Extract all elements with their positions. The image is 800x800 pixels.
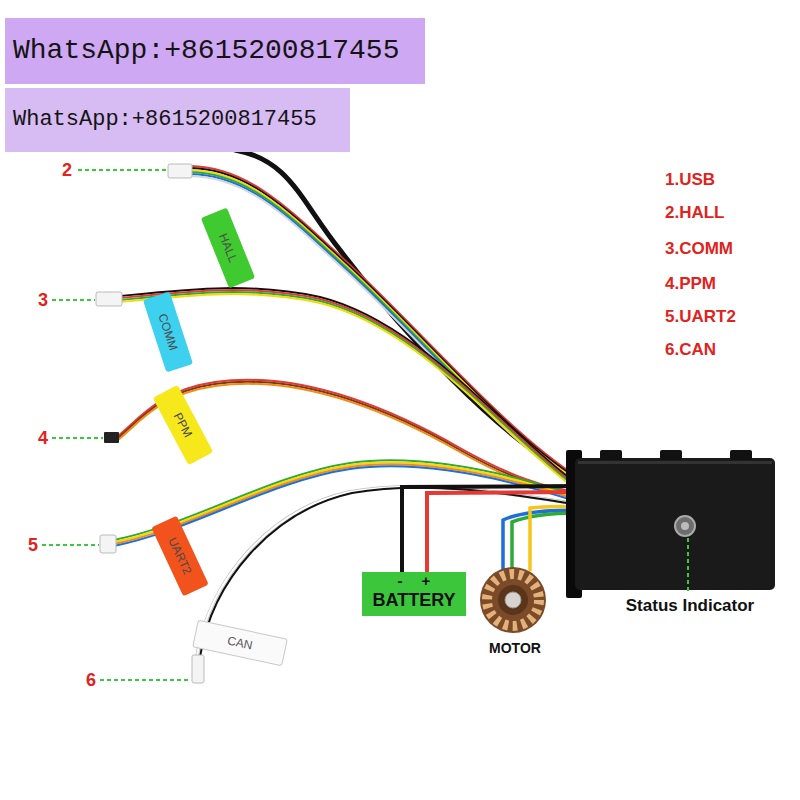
controller-ridge <box>660 450 682 460</box>
wire-tag: PPM <box>153 385 213 465</box>
port-list-item: 1.USB <box>665 171 715 188</box>
port-list-item: 2.HALL <box>665 204 725 221</box>
callout-number: 5 <box>28 536 38 554</box>
wire-tag: UART2 <box>151 516 208 597</box>
wire-tag: HALL <box>201 208 255 289</box>
wire <box>197 487 577 656</box>
wire-tag: CAN <box>192 620 288 667</box>
battery-box: -+ BATTERY <box>362 572 466 616</box>
wire <box>120 288 578 485</box>
watermark: WhatsApp:+8615200817455 <box>13 37 399 65</box>
motor-teeth <box>487 574 539 626</box>
battery-wire <box>427 492 578 572</box>
callout-number: 3 <box>38 291 48 309</box>
leader-line <box>100 679 191 681</box>
connector-plug <box>168 164 192 178</box>
motor-stator <box>480 567 546 633</box>
part-name: MOTOR <box>470 641 560 655</box>
port-list-item: 4.PPM <box>665 275 716 292</box>
tag-text: UART2 <box>166 536 193 577</box>
controller-ridge <box>730 450 752 460</box>
leader-line <box>52 437 103 439</box>
connector-plug <box>104 432 119 443</box>
controller-body <box>575 458 775 590</box>
callout-number: 4 <box>38 429 48 447</box>
wire <box>197 487 577 656</box>
polarity-mark: - <box>392 573 408 588</box>
motor-shaft <box>505 592 521 608</box>
wire <box>114 460 578 540</box>
motor-hub <box>498 585 528 615</box>
status-led <box>681 522 689 530</box>
tag-text: CAN <box>226 634 253 651</box>
status-led <box>675 516 695 536</box>
connector-plug <box>96 292 122 306</box>
battery-label: BATTERY <box>362 591 466 609</box>
callout-number: 2 <box>62 161 72 179</box>
callout-number: 6 <box>86 671 96 689</box>
port-list-item: 3.COMM <box>665 240 733 257</box>
watermark-band: WhatsApp:+8615200817455 <box>5 88 350 152</box>
port-list-item: 5.UART2 <box>665 308 736 325</box>
wire-tag: COMM <box>143 292 193 373</box>
polarity-mark: + <box>418 573 434 588</box>
tag-text: PPM <box>172 411 195 440</box>
connector-plug <box>100 535 116 553</box>
tag-text: COMM <box>156 312 179 352</box>
port-list-item: 6.CAN <box>665 341 716 358</box>
wire <box>190 166 578 477</box>
controller-highlight <box>578 461 772 464</box>
leader-line <box>78 169 167 171</box>
battery-wire <box>402 486 578 572</box>
controller-ridge <box>600 450 622 460</box>
watermark: WhatsApp:+8615200817455 <box>13 109 317 131</box>
usb-cable <box>235 150 578 478</box>
leader-line <box>52 299 95 301</box>
connector-plug <box>192 655 204 683</box>
leader-line <box>687 538 689 594</box>
part-name: Status Indicator <box>600 597 780 614</box>
watermark-band: WhatsApp:+8615200817455 <box>5 18 425 84</box>
tag-text: HALL <box>217 232 239 264</box>
leader-line <box>42 544 99 546</box>
